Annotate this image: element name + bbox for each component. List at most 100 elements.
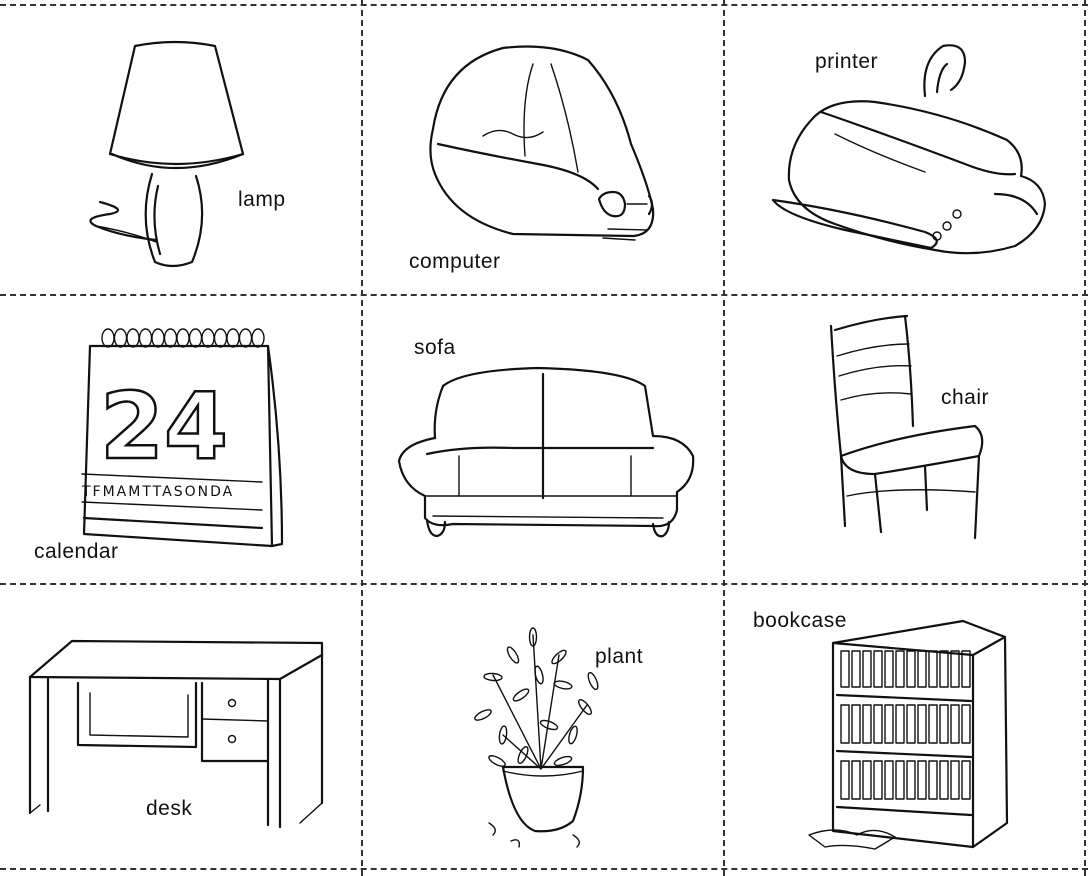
bookcase-book [862, 650, 872, 688]
cut-line-top [0, 4, 1088, 6]
card-desk: desk [0, 585, 361, 868]
calendar-ring [163, 328, 178, 348]
plant-leaf [539, 719, 559, 731]
bookcase-book [884, 704, 894, 744]
bookcase-book [939, 704, 949, 744]
bookcase-book [961, 760, 971, 800]
label-computer: computer [409, 250, 501, 273]
bookcase-book [884, 650, 894, 688]
bookcase-book [928, 704, 938, 744]
bookcase-book [895, 704, 905, 744]
bookcase-book [950, 704, 960, 744]
plant-leaf [528, 627, 538, 647]
bookcase-book [917, 760, 927, 800]
plant-leaf [551, 649, 567, 665]
cut-line-right [1084, 0, 1086, 876]
bookcase-book [884, 760, 894, 800]
calendar-ring [138, 328, 153, 348]
bookcase-book [917, 650, 927, 688]
calendar-ring [201, 328, 215, 348]
plant-leaf [474, 709, 492, 721]
computer-icon [429, 45, 655, 241]
calendar-ring [238, 328, 253, 348]
calendar-icon: 24 TFMAMTTASONDA [81, 328, 284, 548]
bookcase-book [873, 704, 883, 744]
calendar-ring [213, 328, 228, 348]
bookcase-book [928, 760, 938, 800]
card-lamp: lamp [0, 4, 361, 294]
bookcase-book [961, 704, 971, 744]
calendar-ring [113, 328, 128, 348]
bookcase-book [906, 760, 916, 800]
chair-icon [829, 314, 984, 540]
bookcase-book [851, 650, 861, 688]
plant-leaf [534, 665, 544, 685]
plant-leaf [512, 688, 530, 702]
card-printer: printer [725, 4, 1084, 294]
calendar-ring [188, 328, 203, 348]
bookcase-book [851, 704, 861, 744]
card-computer: computer [363, 4, 723, 294]
cut-line-bottom [0, 868, 1088, 870]
plant-leaf [578, 698, 592, 716]
bookcase-book [906, 650, 916, 688]
calendar-ring [226, 328, 240, 348]
label-plant: plant [595, 645, 644, 668]
bookcase-book [862, 704, 872, 744]
bookcase-book [950, 650, 960, 688]
cut-line-row-1 [0, 294, 1088, 296]
bookcase-book [873, 650, 883, 688]
printer-icon [771, 44, 1047, 255]
bookcase-book [895, 650, 905, 688]
card-plant: plant [363, 585, 723, 868]
card-bookcase: bookcase [725, 585, 1084, 868]
calendar-ring [176, 328, 190, 348]
plant-leaf [488, 755, 506, 767]
label-sofa: sofa [414, 336, 456, 359]
bookcase-book [862, 760, 872, 800]
calendar-date-number: 24 [100, 373, 228, 480]
card-calendar: 24 TFMAMTTASONDA calendar [0, 296, 361, 583]
desk-icon [28, 639, 324, 829]
bookcase-book [873, 760, 883, 800]
bookcase-book [840, 704, 850, 744]
label-bookcase: bookcase [753, 609, 847, 632]
plant-leaf [506, 646, 520, 664]
calendar-ring [101, 328, 115, 348]
calendar-ring [151, 328, 165, 348]
plant-leaf [553, 755, 573, 767]
plant-leaf [568, 725, 578, 745]
bookcase-book [895, 760, 905, 800]
plant-leaf [587, 671, 599, 691]
bookcase-book [961, 650, 971, 688]
bookcase-book [840, 650, 850, 688]
label-desk: desk [146, 797, 193, 820]
bookcase-book [906, 704, 916, 744]
label-calendar: calendar [34, 540, 119, 563]
cut-line-col-1 [361, 0, 363, 876]
label-chair: chair [941, 386, 990, 409]
plant-leaf [498, 725, 508, 745]
plant-leaf [483, 672, 503, 682]
label-lamp: lamp [238, 188, 286, 211]
plant-leaf [553, 680, 573, 690]
card-sofa: sofa [363, 296, 723, 583]
bookcase-book [950, 760, 960, 800]
cut-line-col-2 [723, 0, 725, 876]
label-printer: printer [815, 50, 879, 73]
bookcase-book [928, 650, 938, 688]
calendar-weekday-letters: TFMAMTTASONDA [81, 484, 234, 500]
plant-icon [474, 627, 599, 848]
lamp-icon [89, 40, 245, 268]
calendar-ring [126, 328, 140, 348]
bookcase-book [939, 760, 949, 800]
card-chair: chair [725, 296, 1084, 583]
bookcase-book [917, 704, 927, 744]
bookcase-icon [808, 619, 1009, 850]
cut-line-row-2 [0, 583, 1088, 585]
calendar-ring [251, 328, 265, 348]
plant-leaf [517, 745, 529, 765]
bookcase-book [939, 650, 949, 688]
bookcase-book [851, 760, 861, 800]
